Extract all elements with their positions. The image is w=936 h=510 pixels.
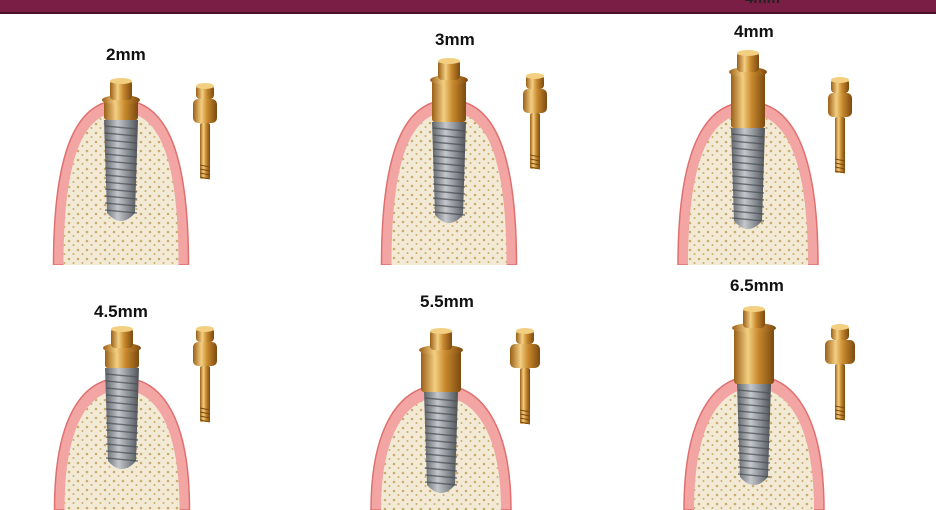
panel-4mm: 4mm <box>670 22 936 265</box>
panel-5-5mm: 5.5mm <box>365 290 625 510</box>
panel-label: 6.5mm <box>730 276 784 296</box>
panel-3mm: 3mm <box>365 30 625 265</box>
panel-4-5mm: 4.5mm <box>40 298 300 510</box>
panel-2mm: 2mm <box>40 40 300 265</box>
implant-illustration <box>365 290 625 510</box>
implant-cap-top <box>737 50 759 56</box>
panel-label: 2mm <box>106 45 146 65</box>
implant-illustration <box>365 30 625 265</box>
abutment-collar <box>828 93 852 117</box>
abutment-head-top <box>516 328 534 334</box>
abutment-head-top <box>831 77 849 83</box>
panel-label: 4.5mm <box>94 302 148 322</box>
abutment-head-top <box>831 324 849 330</box>
abutment-head-top <box>526 73 544 79</box>
panel-label: 5.5mm <box>420 292 474 312</box>
top-frame-bar <box>0 0 936 14</box>
panel-label: 3mm <box>435 30 475 50</box>
implant-cap-top <box>430 328 452 334</box>
abutment-head-top <box>196 326 214 332</box>
implant-illustration <box>670 276 936 510</box>
abutment-collar <box>193 342 217 366</box>
implant-collar <box>731 70 765 128</box>
panel-6-5mm: 6.5mm <box>670 276 936 510</box>
abutment-head-top <box>196 83 214 89</box>
panel-label: 4mm <box>734 22 774 42</box>
abutment-collar <box>825 340 855 364</box>
abutment-collar <box>510 344 540 368</box>
implant-cap-top <box>111 326 133 332</box>
implant-cap-top <box>438 58 460 64</box>
abutment-collar <box>523 89 547 113</box>
implant-cap-top <box>743 306 765 312</box>
implant-cap-top <box>110 78 132 84</box>
implant-collar <box>734 326 774 384</box>
implant-illustration <box>670 22 936 265</box>
implant-illustration <box>40 298 300 510</box>
implant-illustration <box>40 40 300 265</box>
abutment-collar <box>193 99 217 123</box>
clipped-heading-text: 4mm <box>745 0 780 7</box>
